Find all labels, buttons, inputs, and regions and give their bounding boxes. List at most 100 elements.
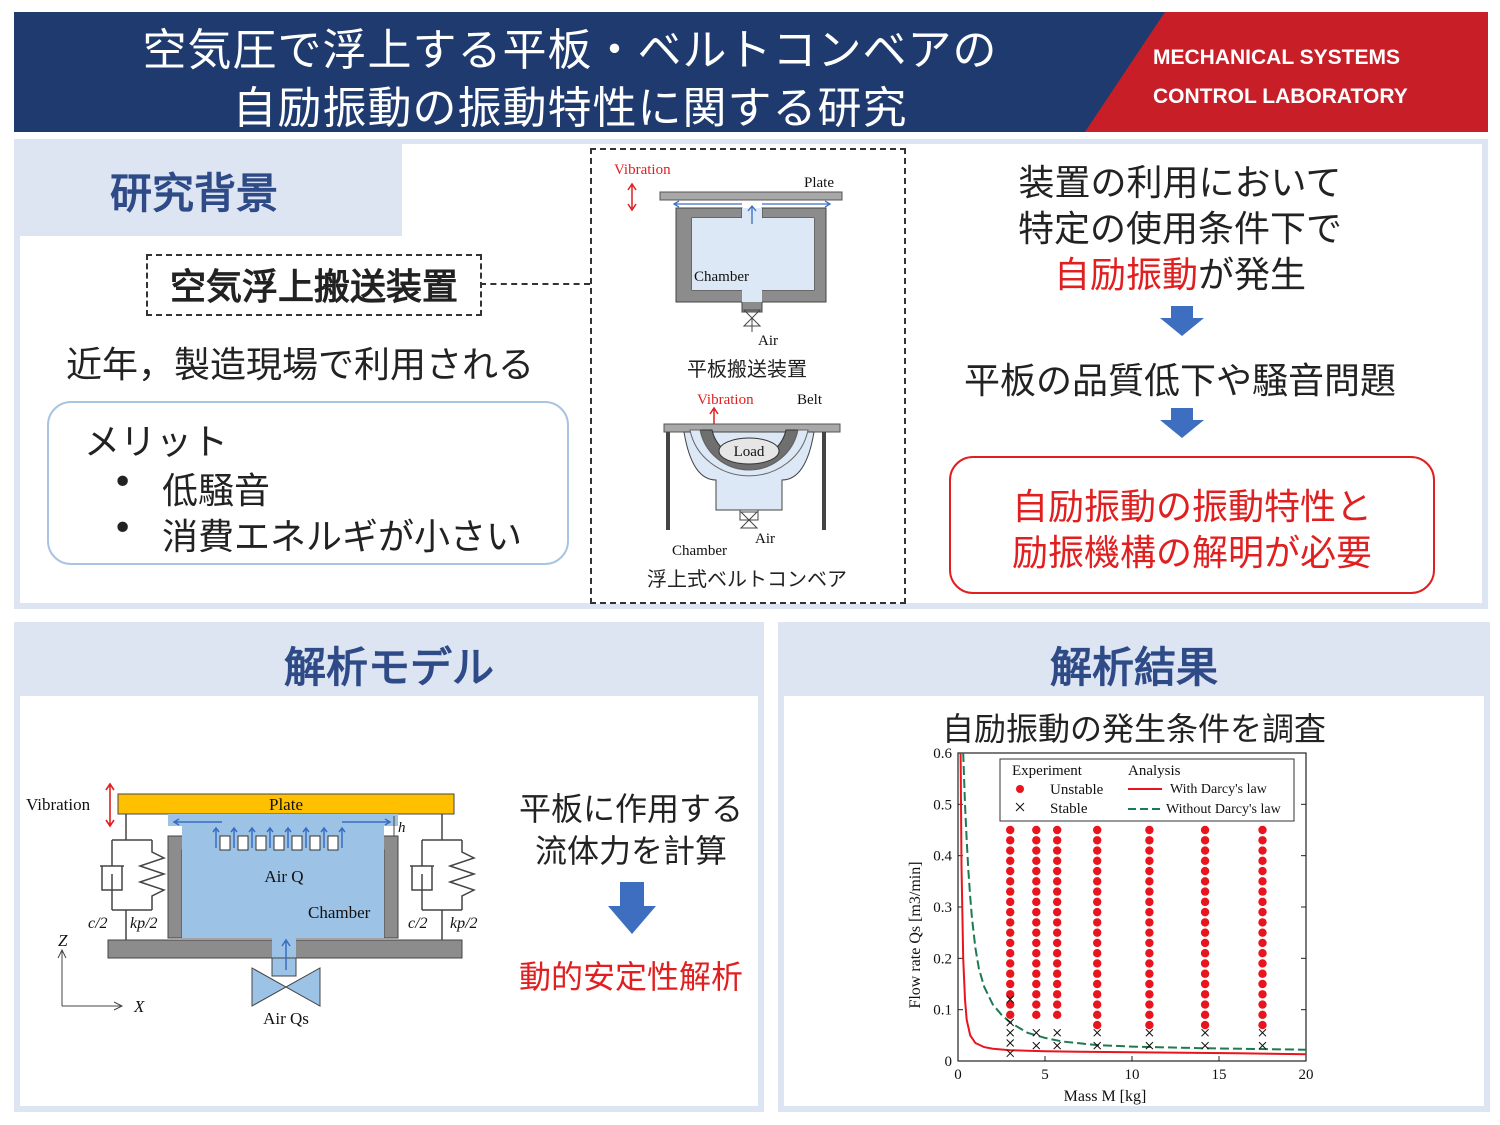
unstable-point [1032, 949, 1041, 958]
unstable-point [1258, 969, 1267, 978]
x-tick-label: 20 [1299, 1067, 1314, 1083]
unstable-point [1093, 928, 1102, 937]
unstable-point [1145, 1000, 1154, 1009]
unstable-point [1258, 856, 1267, 865]
model-air-qs-label: Air Qs [263, 1009, 309, 1028]
model-text-1: 平板に作用する [518, 790, 743, 828]
x-tick-label: 15 [1212, 1067, 1227, 1083]
plate-vibration-arrow [627, 182, 637, 212]
unstable-point [1145, 856, 1154, 865]
conclusion-line-1: 自励振動の振動特性と [1011, 487, 1372, 528]
model-inlet-air [272, 938, 296, 958]
unstable-point [1258, 825, 1267, 835]
unstable-point [1006, 959, 1015, 968]
unstable-point [1093, 938, 1102, 948]
unstable-point [1052, 1010, 1062, 1019]
load-shape [718, 437, 780, 465]
unstable-point [1052, 949, 1062, 958]
model-z-axis [57, 948, 67, 1006]
unstable-point [1006, 990, 1015, 999]
stable-point [1145, 1041, 1154, 1050]
unstable-point [1052, 969, 1062, 978]
unstable-point [1200, 969, 1210, 978]
unstable-point [1006, 846, 1015, 855]
unstable-point [1052, 836, 1062, 845]
device-figure: Vibration Plate Chamber Air 平板搬送装置 Vibra… [614, 162, 847, 591]
unstable-point [1052, 856, 1062, 865]
unstable-point [1258, 959, 1267, 968]
y-tick-label: 0.4 [933, 849, 952, 865]
legend-header-experiment: Experiment [1012, 763, 1083, 779]
unstable-point [1145, 928, 1154, 937]
unstable-point [1258, 990, 1267, 999]
unstable-point [1258, 877, 1267, 886]
unstable-point [1032, 866, 1041, 876]
unstable-point [1200, 897, 1210, 907]
model-left-spring-damper [100, 814, 167, 940]
unstable-point [1006, 979, 1015, 989]
unstable-point [1006, 949, 1015, 958]
unstable-point [1006, 1010, 1015, 1019]
unstable-point [1006, 836, 1015, 845]
model-inlet-arrow [281, 938, 291, 970]
unstable-point [1032, 938, 1041, 948]
unstable-point [1145, 969, 1154, 978]
unstable-point [1032, 1010, 1041, 1019]
lab-name-line-1: MECHANICAL SYSTEMS [1153, 46, 1400, 69]
unstable-point [1145, 979, 1154, 989]
unstable-point [1006, 877, 1015, 886]
unstable-point [1200, 907, 1210, 917]
plate-chamber-air [692, 218, 814, 290]
x-axis-label: Mass M [kg] [1064, 1088, 1147, 1105]
unstable-point [1093, 1000, 1102, 1009]
conclusion-line-2: 励振機構の解明が必要 [1011, 533, 1372, 574]
results-heading: 解析結果 [1049, 643, 1218, 692]
flow-line-3: 自励振動が発生 [940, 246, 1420, 298]
unstable-point [1093, 907, 1102, 917]
unstable-point [1200, 836, 1210, 845]
y-tick-label: 0 [945, 1054, 953, 1070]
unstable-point [1200, 856, 1210, 865]
unstable-point [1258, 846, 1267, 855]
unstable-point [1093, 990, 1102, 999]
plate-inlet-air [742, 290, 762, 304]
model-inlet-pipe [271, 957, 297, 977]
unstable-point [1200, 846, 1210, 855]
model-vibration-arrow [105, 782, 115, 828]
unstable-point [1052, 918, 1062, 927]
lab-banner [1085, 12, 1488, 132]
unstable-point [1093, 969, 1102, 978]
merit-item-2: 消費エネルギが小さい [162, 517, 523, 558]
unstable-point [1032, 846, 1041, 855]
stable-point [1093, 1028, 1102, 1037]
model-heading: 解析モデル [283, 643, 494, 692]
unstable-point [1093, 918, 1102, 927]
unstable-point [1258, 836, 1267, 845]
unstable-point [1093, 877, 1102, 886]
merit-item-1: 低騒音 [162, 471, 271, 512]
y-tick-label: 0.5 [933, 797, 952, 813]
model-right-c-label: c/2 [408, 915, 428, 932]
unstable-point [1145, 1010, 1154, 1019]
unstable-point [1258, 887, 1267, 896]
unstable-point [1006, 866, 1015, 876]
model-right-spring-damper [410, 814, 477, 940]
unstable-point [1258, 897, 1267, 907]
down-arrow-icon [1160, 306, 1204, 336]
flow-self-excited: 自励振動 [1053, 255, 1198, 296]
unstable-point [1145, 1020, 1154, 1030]
unstable-point [1145, 938, 1154, 948]
belt-air-label: Air [755, 531, 775, 547]
flow-line-2: 特定の使用条件下で [1017, 209, 1342, 250]
merit-box [47, 401, 569, 565]
unstable-point [1093, 887, 1102, 896]
unstable-point [1145, 825, 1154, 835]
stable-point [1032, 1041, 1041, 1050]
conclusion-box [949, 456, 1435, 594]
unstable-point [1052, 990, 1062, 999]
model-diagram: Vibration Plate h Air Q Chamber Air Qs c… [26, 782, 478, 1028]
unstable-point [1006, 1000, 1015, 1009]
unstable-point [1093, 846, 1102, 855]
unstable-point [1258, 907, 1267, 917]
y-tick-label: 0.1 [933, 1003, 952, 1019]
